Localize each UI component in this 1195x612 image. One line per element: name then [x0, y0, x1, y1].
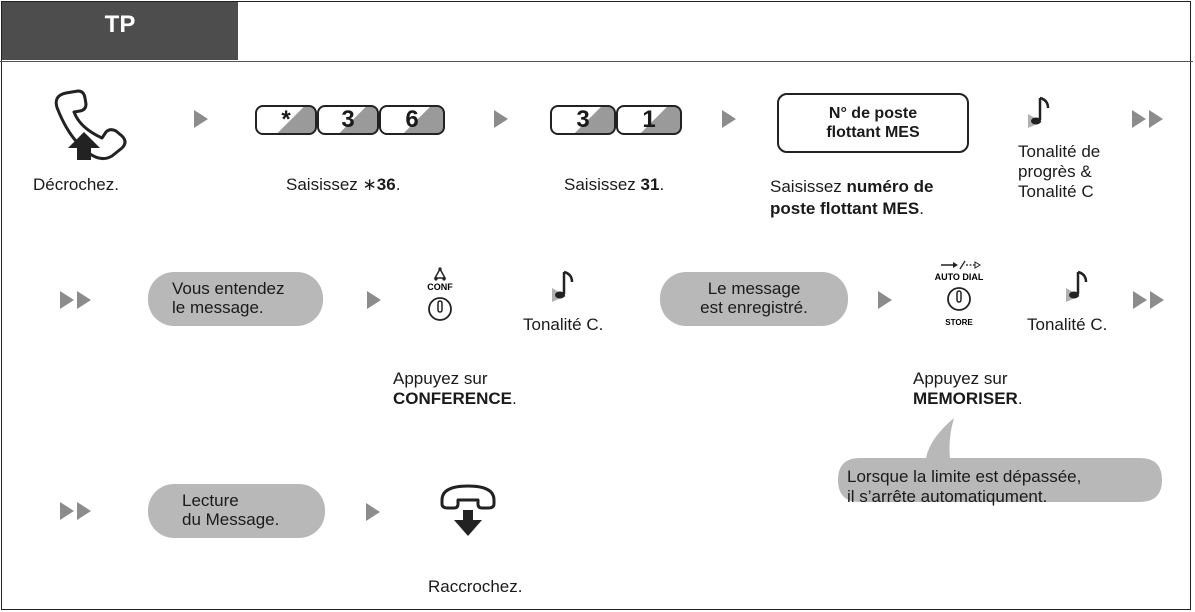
key-1: 1	[616, 105, 682, 135]
key-3: 3	[317, 105, 379, 135]
step-arrow	[722, 110, 736, 128]
continue-arrow	[1133, 291, 1167, 309]
music-note-icon	[1066, 270, 1088, 302]
step-arrow	[367, 291, 381, 309]
press-memoriser-label: Appuyez sur MEMORISER.	[913, 369, 1023, 408]
limit-callout-text: Lorsque la limite est dépassée,il s’arrê…	[847, 467, 1082, 506]
step-arrow	[366, 503, 380, 521]
music-note-icon	[1028, 96, 1050, 128]
key-6: 6	[379, 105, 445, 135]
auto-dial-store-button-icon: AUTO DIAL STORE	[935, 260, 984, 327]
on-hook-handset-icon	[440, 484, 496, 536]
header-bar: TP	[0, 0, 1193, 62]
step-arrow	[194, 110, 208, 128]
music-note-icon	[552, 270, 574, 302]
enter-floating-ext-label: Saisissez numéro de poste flottant MES.	[770, 177, 934, 218]
off-hook-label: Décrochez.	[33, 175, 119, 194]
enter-36-label: Saisissez ∗36.	[286, 175, 401, 194]
continue-arrow	[60, 502, 94, 520]
tone-c-label: Tonalité C.	[523, 315, 604, 334]
key-star: *	[255, 105, 317, 135]
continue-arrow	[60, 291, 94, 309]
on-hook-label: Raccrochez.	[428, 577, 523, 596]
key-3: 3	[550, 105, 616, 135]
conf-key-label: CONF	[427, 282, 453, 292]
auto-dial-key-label: AUTO DIAL	[935, 272, 984, 282]
off-hook-handset-icon	[54, 89, 127, 161]
press-conference-label: Appuyez sur CONFERENCE.	[393, 369, 517, 408]
continue-arrow	[1132, 110, 1166, 128]
tab-label: TP	[104, 11, 136, 38]
conf-button-icon: CONF	[427, 267, 453, 321]
step-arrow	[494, 110, 508, 128]
tone-c-label: Tonalité C.	[1027, 315, 1108, 334]
enter-31-label: Saisissez 31.	[564, 175, 665, 194]
store-key-label: STORE	[945, 318, 973, 327]
limit-callout-bubble	[838, 418, 1162, 502]
step-arrow	[878, 291, 892, 309]
tp-tab: TP	[2, 2, 238, 60]
